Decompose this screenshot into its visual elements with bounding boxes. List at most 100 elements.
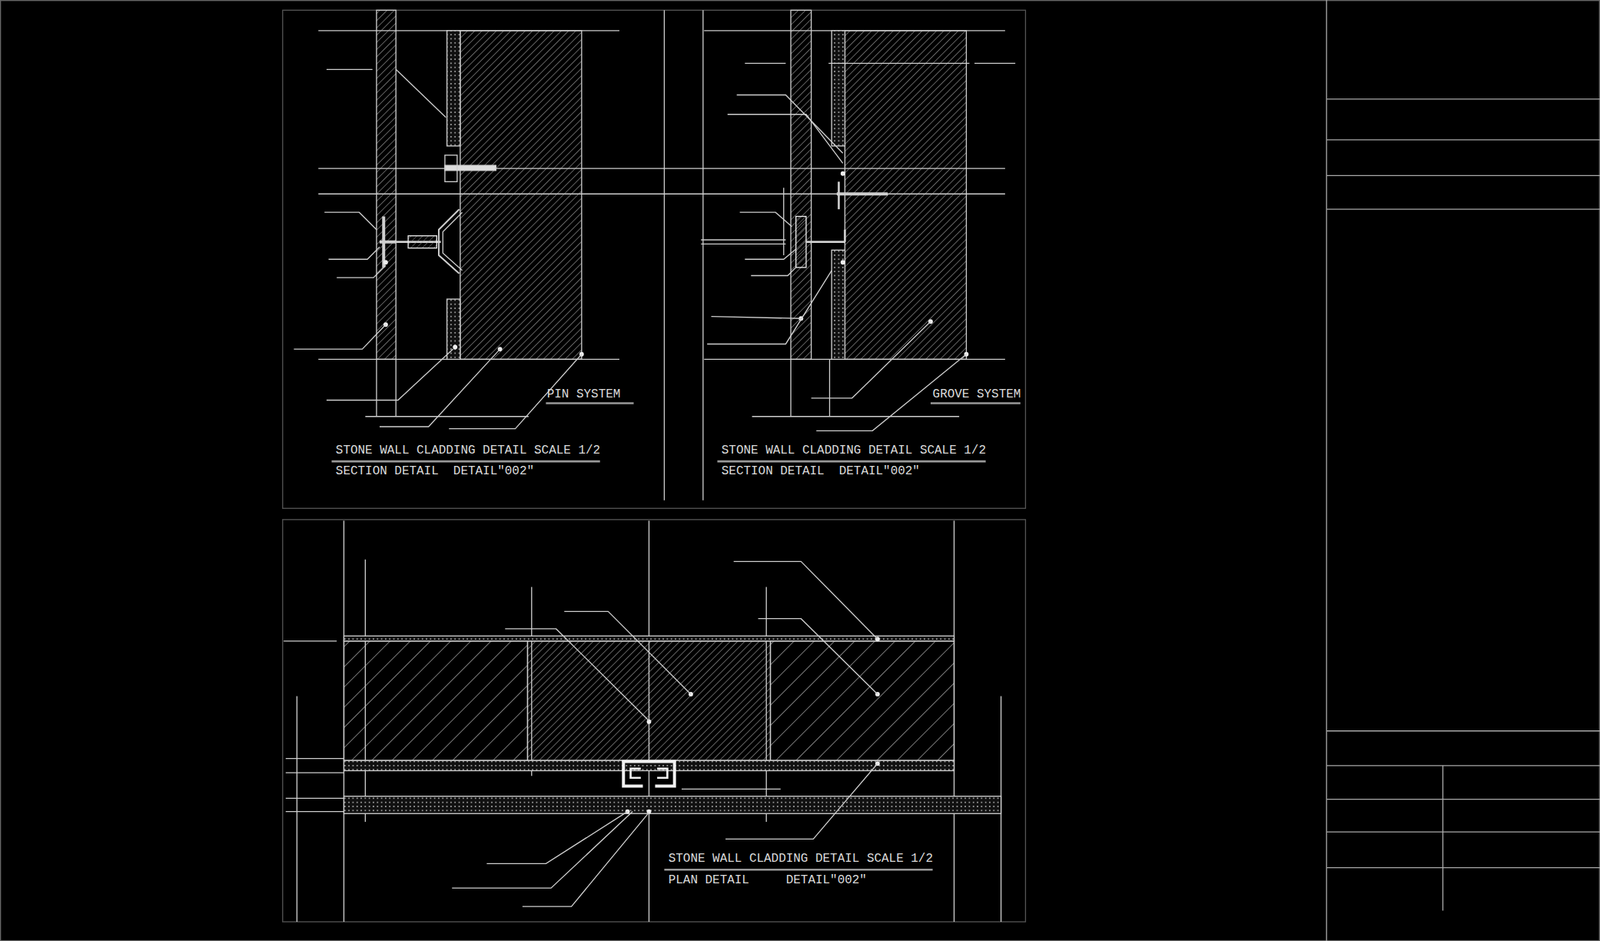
leader-line — [744, 248, 796, 259]
groove-clip — [700, 243, 786, 245]
leader-line — [750, 267, 796, 276]
caption-underline — [545, 401, 634, 405]
c-channel — [630, 768, 641, 778]
anchor-bracket — [836, 192, 888, 196]
anchor-plate — [444, 155, 458, 183]
anchor-bracket — [444, 165, 496, 171]
title-block-line — [1326, 209, 1600, 210]
caption-text: STONE WALL CLADDING DETAIL SCALE 1/2 — [668, 852, 933, 865]
caption-text: STONE WALL CLADDING DETAIL SCALE 1/2 — [335, 444, 601, 457]
extension-line — [829, 358, 830, 416]
leader-line — [727, 114, 844, 164]
title-block-line — [1326, 139, 1600, 140]
leader-line — [326, 69, 373, 70]
caption-underline — [663, 868, 933, 871]
board-layer — [343, 796, 1001, 814]
leader-line — [707, 270, 832, 345]
c-channel — [623, 761, 674, 787]
leader-line — [379, 348, 501, 427]
title-block-line — [1326, 866, 1600, 868]
leader-line — [710, 316, 801, 319]
leader-line — [522, 812, 650, 907]
leader-dot — [840, 259, 846, 265]
caption-text: SECTION DETAIL DETAIL"002" — [335, 464, 535, 478]
extension-line — [365, 415, 528, 417]
insulation-board — [447, 30, 461, 147]
grid-line — [296, 696, 298, 922]
leader-line — [811, 321, 931, 399]
caption-underline — [930, 401, 1021, 405]
groove-plate — [796, 215, 807, 267]
leader-line — [758, 618, 878, 694]
leader-line — [974, 63, 1016, 64]
leader-line — [283, 640, 337, 641]
leader-line — [564, 610, 691, 694]
system-title: PIN SYSTEM — [547, 388, 621, 401]
leader-line — [293, 324, 386, 349]
anchor-plate — [837, 181, 840, 210]
stone-slab — [343, 640, 528, 761]
surface-skin — [343, 635, 954, 641]
extension-line — [790, 358, 791, 416]
leader-line — [733, 560, 878, 639]
leader-line — [744, 63, 786, 64]
pin-plate — [379, 240, 396, 244]
extension-line — [395, 358, 397, 416]
caption-text: PLAN DETAIL DETAIL"002" — [668, 873, 867, 887]
title-block-line — [1442, 765, 1444, 911]
title-block-line — [1326, 98, 1600, 100]
divider-line — [663, 9, 665, 500]
leader-line — [336, 265, 386, 278]
system-title: GROVE SYSTEM — [932, 388, 1022, 401]
caption-text: SECTION DETAIL DETAIL"002" — [721, 464, 920, 478]
groove-clip — [806, 240, 845, 243]
leader-line — [395, 69, 446, 117]
caption-underline — [331, 460, 601, 463]
groove-clip — [843, 229, 847, 243]
stone-slab — [527, 640, 771, 761]
stone-panel — [376, 9, 396, 359]
title-block-line — [1326, 798, 1600, 800]
pin-block — [408, 235, 437, 249]
leader-line — [486, 811, 628, 864]
reference-line — [285, 757, 345, 759]
leader-line — [681, 788, 781, 790]
extension-line — [375, 358, 377, 416]
reference-line — [285, 771, 345, 773]
stone-panel — [790, 9, 812, 359]
leader-line — [326, 348, 454, 400]
leader-line — [736, 94, 844, 153]
divider-line — [702, 9, 704, 500]
title-block-line — [1326, 831, 1600, 833]
title-block-line — [1326, 764, 1600, 766]
panel-frame — [282, 9, 1026, 508]
leader-dot — [383, 259, 389, 265]
angle-bracket — [442, 212, 462, 271]
groove-clip — [783, 187, 784, 256]
panel-frame — [282, 519, 1026, 922]
insulation-board — [447, 298, 461, 359]
insulation-board — [831, 249, 845, 359]
extension-line — [752, 415, 960, 417]
leader-line — [328, 246, 380, 259]
leader-line — [451, 811, 633, 889]
reference-line — [285, 810, 345, 812]
caption-underline — [717, 460, 986, 463]
backing-wall — [460, 30, 582, 360]
leader-line — [740, 212, 793, 227]
leader-line — [504, 628, 649, 721]
leader-line — [828, 63, 970, 64]
caption-text: STONE WALL CLADDING DETAIL SCALE 1/2 — [721, 444, 986, 457]
reference-line — [285, 797, 345, 799]
groove-clip — [700, 239, 786, 240]
title-block-line — [1326, 175, 1600, 176]
leader-dot — [452, 345, 458, 350]
stone-slab — [770, 640, 954, 761]
c-channel — [657, 768, 668, 778]
title-block-line — [1326, 730, 1600, 731]
insulation-board — [831, 30, 845, 147]
title-block-line — [1325, 0, 1327, 941]
